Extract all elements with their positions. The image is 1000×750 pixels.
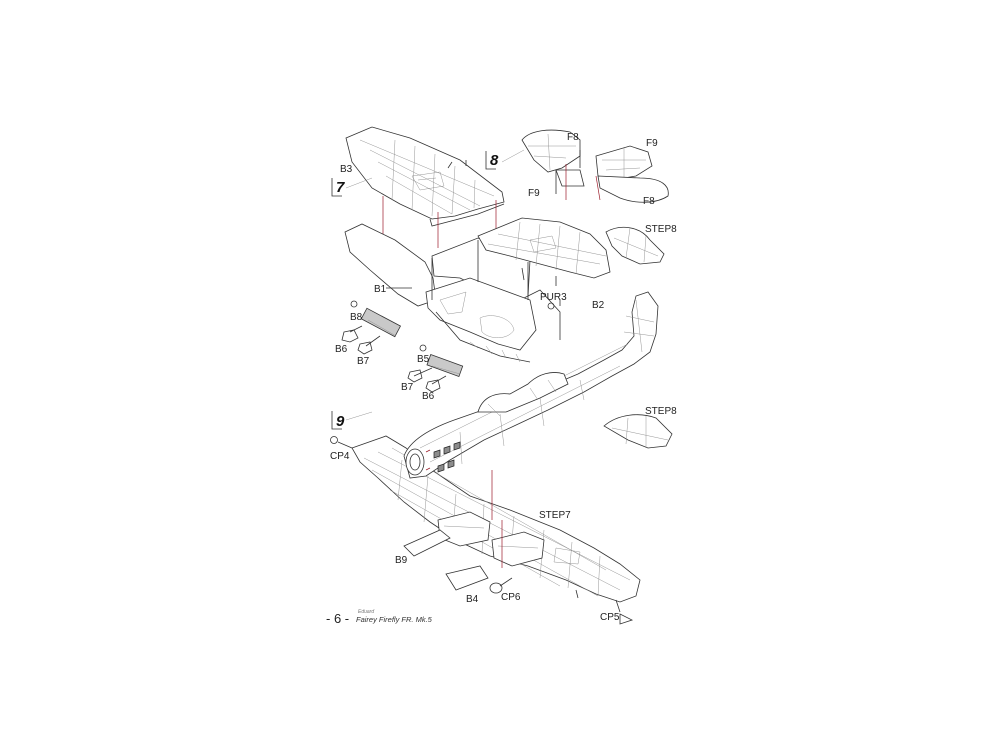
label-pur3: PUR3 <box>540 292 567 303</box>
part-b8-plate <box>360 307 402 338</box>
step-number-9: 9 <box>336 413 345 430</box>
label-b8: B8 <box>350 312 363 323</box>
part-b4 <box>445 565 489 591</box>
label-b4: B4 <box>466 594 479 605</box>
label-b2: B2 <box>592 300 605 311</box>
label-cp5: CP5 <box>600 612 620 623</box>
label-b3: B3 <box>340 164 353 175</box>
step-number-7: 7 <box>336 179 345 196</box>
label-b6-second: B6 <box>422 391 435 402</box>
label-f8-top: F8 <box>567 132 579 143</box>
label-b5: B5 <box>417 354 430 365</box>
label-b9: B9 <box>395 555 408 566</box>
step-8-section <box>521 129 669 203</box>
step-7-section <box>341 126 561 393</box>
fuselage <box>403 291 659 479</box>
step-9-section <box>330 291 659 625</box>
tail-part-f8-f9-left <box>521 129 585 194</box>
label-cp4: CP4 <box>330 451 350 462</box>
step-number-8: 8 <box>490 152 499 169</box>
label-f8-bottom: F8 <box>643 196 655 207</box>
label-f9-top: F9 <box>646 138 658 149</box>
page-footer: - 6 - Eduard Fairey Firefly FR. Mk.5 <box>326 609 433 626</box>
stabilizer-step8-upper <box>605 226 665 265</box>
part-labels: B3 B1 B2 B8 B6 B7 B5 B7 B6 PUR3 F8 F9 F9… <box>330 132 677 623</box>
label-step8-lower: STEP8 <box>645 406 677 417</box>
part-b9 <box>403 529 451 557</box>
label-b7-second: B7 <box>401 382 414 393</box>
small-parts-b6-b7 <box>341 329 441 393</box>
label-b7: B7 <box>357 356 370 367</box>
kit-title: Fairey Firefly FR. Mk.5 <box>356 615 433 624</box>
radiator-fairings <box>437 511 545 567</box>
lower-wing-b1 <box>344 223 537 363</box>
stabilizer-step8-lower <box>603 414 673 449</box>
label-cp6: CP6 <box>501 592 521 603</box>
label-step8-upper: STEP8 <box>645 224 677 235</box>
upper-wing-b3 <box>345 126 505 227</box>
lower-wing <box>351 435 641 613</box>
step-marker-7: 7 <box>331 177 373 197</box>
tail-part-f9-f8-right <box>595 145 669 203</box>
upper-wing-b2 <box>477 217 611 340</box>
step-marker-8: 8 <box>485 149 525 170</box>
label-b1: B1 <box>374 284 387 295</box>
label-b6: B6 <box>335 344 348 355</box>
label-f9-bottom: F9 <box>528 188 540 199</box>
label-step7: STEP7 <box>539 510 571 521</box>
page-number: - 6 - <box>326 611 349 626</box>
brand-name: Eduard <box>358 609 374 615</box>
part-b5-plate <box>426 353 464 377</box>
step-marker-9: 9 <box>331 411 373 430</box>
